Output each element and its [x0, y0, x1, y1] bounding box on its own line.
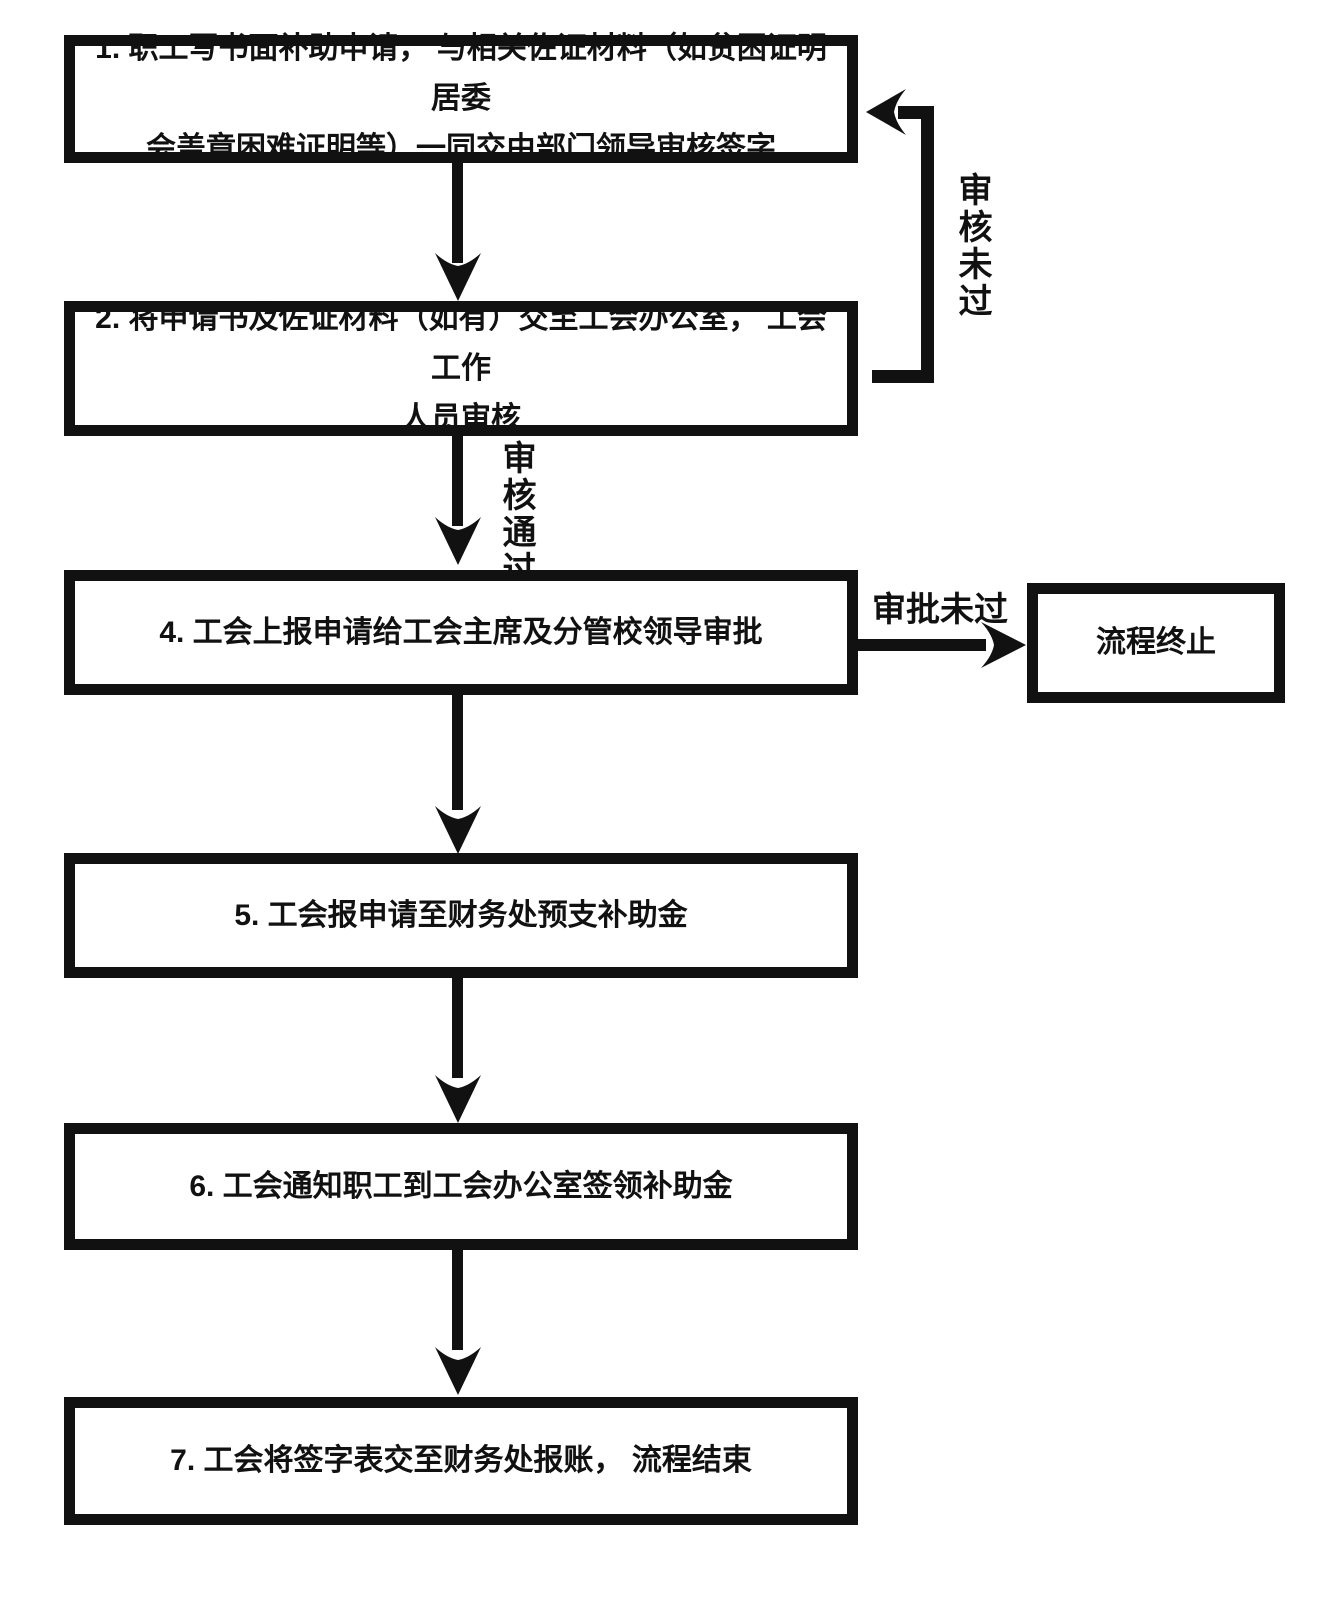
arrowhead-right-icon — [981, 622, 1026, 668]
arrowhead-down-icon — [435, 1347, 481, 1395]
terminate-text: 流程终止 — [1082, 618, 1230, 668]
step-4-box: 4. 工会上报申请给工会主席及分管校领导审批 — [64, 570, 858, 695]
step-6-text-line-1: 6. 工会通知职工到工会办公室签领补助金 — [189, 1169, 733, 1203]
review-failed-label: 审核未过 — [953, 172, 991, 320]
step-7-text: 7. 工会将签字表交至财务处报账， 流程结束 — [156, 1436, 766, 1486]
arrow-step2-to-step4-shaft — [452, 436, 463, 526]
approval-failed-label: 审批未过 — [872, 591, 1008, 629]
arrow-step4-to-terminate-shaft — [858, 639, 986, 651]
step-2-box: 2. 将申请书及佐证材料（如有）交至工会办公室， 工会工作 人员审核 — [64, 301, 858, 436]
arrowhead-down-icon — [435, 1075, 481, 1123]
review-passed-label: 审核通过 — [497, 440, 535, 588]
arrow-step4-to-step5-shaft — [452, 695, 463, 810]
step-7-box: 7. 工会将签字表交至财务处报账， 流程结束 — [64, 1397, 858, 1525]
step-2-text-line-2: 人员审核 — [401, 401, 521, 435]
step-6-box: 6. 工会通知职工到工会办公室签领补助金 — [64, 1123, 858, 1250]
feedback-arrow-step2-to-step1-bottom-segment — [872, 370, 934, 383]
step-5-text-line-1: 5. 工会报申请至财务处预支补助金 — [234, 898, 688, 932]
step-1-text: 1. 职工写书面补助申请， 与相关佐证材料（如贫困证明居委 会盖章困难证明等）一… — [75, 24, 847, 174]
feedback-arrow-step2-to-step1-vertical-segment — [921, 106, 934, 383]
step-2-text-line-1: 2. 将申请书及佐证材料（如有）交至工会办公室， 工会工作 — [95, 301, 827, 385]
terminate-box: 流程终止 — [1027, 583, 1285, 703]
step-5-box: 5. 工会报申请至财务处预支补助金 — [64, 853, 858, 978]
arrow-step1-to-step2-shaft — [452, 163, 463, 263]
step-2-text: 2. 将申请书及佐证材料（如有）交至工会办公室， 工会工作 人员审核 — [75, 294, 847, 444]
step-7-text-line-1: 7. 工会将签字表交至财务处报账， 流程结束 — [170, 1444, 752, 1477]
step-1-box: 1. 职工写书面补助申请， 与相关佐证材料（如贫困证明居委 会盖章困难证明等）一… — [64, 32, 858, 165]
arrowhead-left-icon — [866, 89, 906, 135]
arrowhead-down-icon — [435, 806, 481, 854]
arrow-step6-to-step7-shaft — [452, 1250, 463, 1350]
arrowhead-down-icon — [435, 253, 481, 301]
arrowhead-down-icon — [435, 517, 481, 565]
step-4-text: 4. 工会上报申请给工会主席及分管校领导审批 — [145, 608, 776, 658]
step-1-text-line-1: 1. 职工写书面补助申请， 与相关佐证材料（如贫困证明居委 — [95, 32, 827, 115]
arrow-step5-to-step6-shaft — [452, 978, 463, 1078]
step-5-text: 5. 工会报申请至财务处预支补助金 — [220, 891, 701, 941]
terminate-text-line-1: 流程终止 — [1096, 626, 1216, 659]
step-1-text-line-2: 会盖章困难证明等）一同交由部门领导审核签字 — [146, 132, 776, 165]
step-4-text-line-1: 4. 工会上报申请给工会主席及分管校领导审批 — [159, 615, 763, 649]
step-6-text: 6. 工会通知职工到工会办公室签领补助金 — [175, 1162, 746, 1212]
feedback-arrow-step2-to-step1-top-segment — [898, 106, 934, 119]
